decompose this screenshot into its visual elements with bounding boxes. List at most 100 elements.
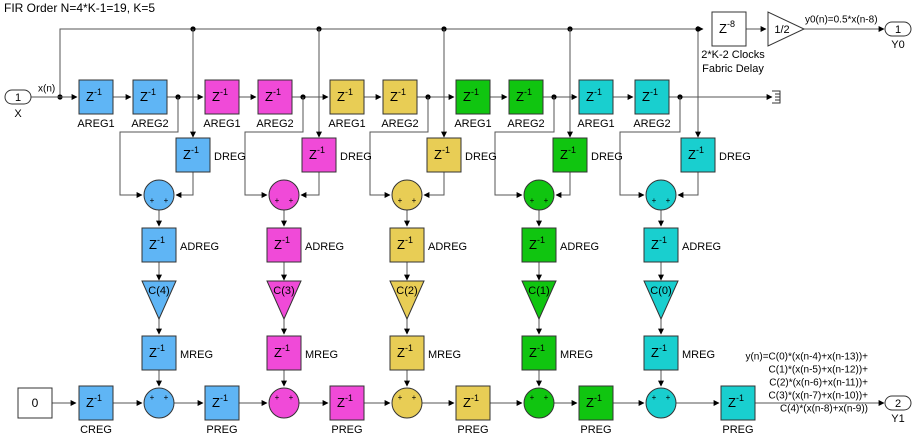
postadder-3[interactable]: ++ — [523, 387, 555, 419]
register-label: PREG — [722, 424, 753, 436]
delay-box — [141, 335, 177, 371]
preadder-0[interactable]: ++ — [143, 179, 175, 211]
coefficient-label: C(2) — [396, 285, 417, 297]
coefficient-gain-1[interactable]: C(3) — [266, 280, 302, 321]
coefficient-label: C(4) — [148, 285, 169, 297]
gain-triangle — [141, 280, 177, 321]
postadder-4[interactable]: ++ — [645, 387, 677, 419]
coefficient-gain-4[interactable]: C(0) — [643, 280, 679, 321]
gain-label: 1/2 — [774, 24, 789, 36]
postadder-0[interactable]: ++ — [143, 387, 175, 419]
register-label: DREG — [340, 151, 372, 163]
register-label: PREG — [580, 424, 611, 436]
register-label: MREG — [682, 349, 715, 361]
register-label: ADREG — [560, 241, 599, 253]
plus-sign: + — [164, 196, 169, 205]
adreg-block-3[interactable]: Z-1 ADREG — [521, 227, 599, 263]
coefficient-gain-3[interactable]: C(1) — [521, 280, 557, 321]
delay-box — [329, 385, 365, 421]
preadder-2[interactable]: ++ — [391, 179, 423, 211]
delay-box — [643, 227, 679, 263]
delay-symbol: Z-1 — [265, 87, 281, 104]
plus-sign: + — [530, 196, 535, 205]
signal-wire — [423, 172, 445, 198]
coefficient-gain-0[interactable]: C(4) — [141, 280, 177, 321]
coefficient-gain-2[interactable]: C(2) — [389, 280, 425, 321]
register-label: MREG — [560, 349, 593, 361]
postadder-1[interactable]: ++ — [268, 387, 300, 419]
plus-sign: + — [289, 196, 294, 205]
dreg-block-1[interactable]: Z-1 DREG — [301, 137, 372, 173]
postadder-2[interactable]: ++ — [391, 387, 423, 419]
output-port-y0[interactable]: 1 — [884, 21, 912, 37]
register-label: CREG — [80, 424, 112, 436]
preadder-1[interactable]: ++ — [268, 179, 300, 211]
register-label: MREG — [180, 349, 213, 361]
delay-box — [578, 385, 614, 421]
plus-sign: + — [652, 196, 657, 205]
y0-expression: y0(n)=0.5*x(n-8) — [805, 15, 878, 26]
delay-symbol: Z-1 — [586, 393, 602, 410]
output-port-y1-label: Y1 — [891, 413, 904, 425]
fabric-delay-block[interactable]: Z-8 — [711, 11, 747, 47]
register-label: AREG2 — [131, 118, 168, 130]
plus-sign: + — [398, 393, 403, 402]
delay-symbol: Z-8 — [719, 19, 735, 36]
half-gain-block[interactable]: 1/2 — [767, 11, 806, 47]
plus-sign: + — [412, 393, 417, 402]
register-label: DREG — [465, 151, 497, 163]
sum-circle — [391, 179, 423, 211]
delay-box — [329, 79, 365, 115]
plus-sign: + — [289, 393, 294, 402]
sum-circle — [523, 387, 555, 419]
delay-box — [552, 137, 588, 173]
delay-box — [521, 227, 557, 263]
output-port-y1[interactable]: 2 — [884, 395, 912, 411]
delay-symbol: Z-1 — [529, 235, 545, 252]
coefficient-label: C(3) — [273, 285, 294, 297]
input-port-x[interactable]: 1 — [4, 89, 32, 105]
register-label: ADREG — [428, 241, 467, 253]
preadder-4[interactable]: ++ — [645, 179, 677, 211]
preadder-3[interactable]: ++ — [523, 179, 555, 211]
input-port-x-label: X — [14, 108, 22, 120]
delay-box — [720, 385, 756, 421]
equation-line: y(n)=C(0)*(x(n-4)+x(n-13))+ — [745, 352, 868, 363]
constant-zero-block[interactable]: 0 — [17, 387, 53, 419]
delay-symbol: Z-1 — [309, 145, 325, 162]
delay-box — [680, 137, 716, 173]
delay-box — [78, 79, 114, 115]
delay-symbol: Z-1 — [274, 343, 290, 360]
port-number: 1 — [895, 24, 901, 36]
register-label: AREG2 — [256, 118, 293, 130]
